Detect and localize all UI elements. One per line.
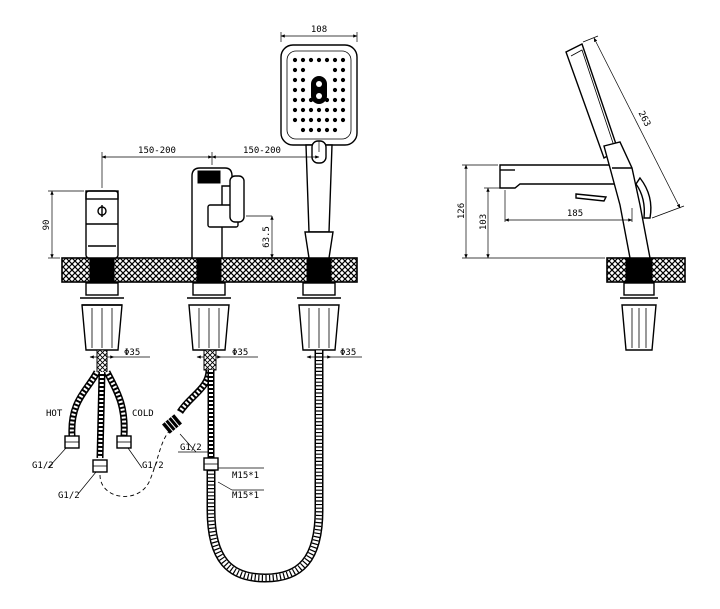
dim-spacing-left: 150-200 <box>138 146 176 156</box>
dim-spout-valve-height: 63.5 <box>262 226 272 248</box>
left-mixer <box>80 190 124 351</box>
dim-side-spout-height: 103 <box>479 214 489 230</box>
dim-side-total-height: 126 <box>457 203 467 219</box>
middle-hose <box>162 349 219 471</box>
middle-spout <box>187 167 245 351</box>
dia-left: Φ35 <box>124 348 140 358</box>
spray-selector-button <box>311 76 327 104</box>
side-spout <box>499 164 625 202</box>
dim-mixer-height: 90 <box>42 220 52 231</box>
dim-side-spout-reach: 185 <box>567 209 583 219</box>
hose-thread-upper: M15*1 <box>232 471 259 481</box>
handshower-front <box>280 44 358 351</box>
supply-hoses <box>64 349 132 473</box>
dim-spacing-right: 150-200 <box>243 146 281 156</box>
hose-thread-lower: M15*1 <box>232 491 259 501</box>
dia-right: Φ35 <box>340 348 356 358</box>
hot-label: HOT <box>46 409 63 419</box>
cold-thread-label: G1/2 <box>142 461 164 471</box>
shower-hose <box>206 350 324 583</box>
outlet-thread-label: G1/2 <box>58 491 80 501</box>
middle-thread-label: G1/2 <box>180 443 202 453</box>
dim-head-width: 108 <box>311 25 327 35</box>
dia-middle: Φ35 <box>232 348 248 358</box>
hot-thread-label: G1/2 <box>32 461 54 471</box>
dashed-connection <box>99 427 173 497</box>
cold-label: COLD <box>132 409 154 419</box>
